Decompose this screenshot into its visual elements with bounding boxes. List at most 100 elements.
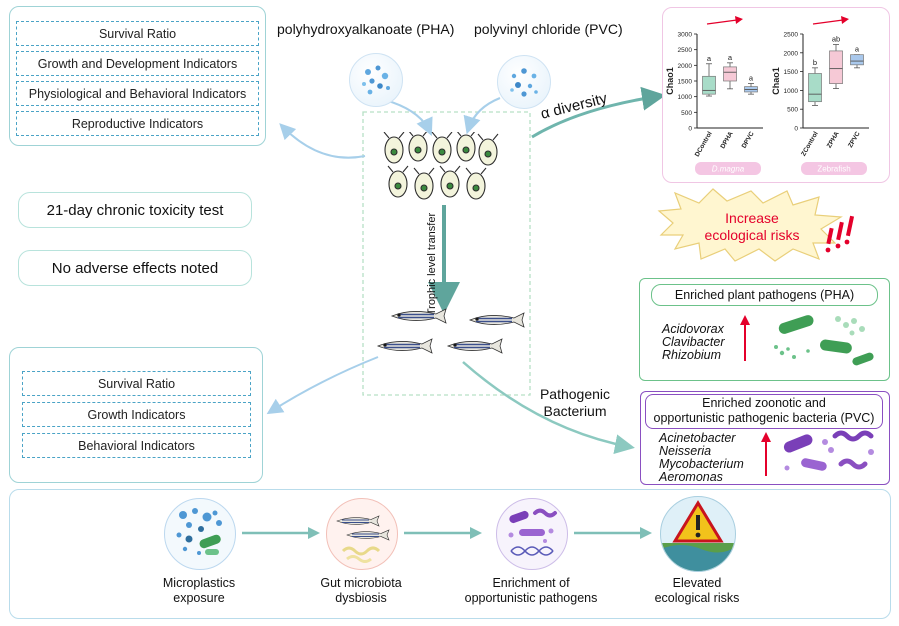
y-tick-label: 2500 (678, 47, 693, 54)
pha-label: polyhydroxyalkanoate (PHA) (277, 21, 455, 37)
plant-pathogen-item: Rhizobium (662, 348, 722, 362)
gut-fish-icon (336, 515, 390, 563)
step-label-line2: exposure (173, 591, 225, 605)
bottom-indicator-panel: Survival Ratio Growth Indicators Behavio… (9, 347, 263, 483)
pvc-label: polyvinyl chloride (PVC) (474, 21, 623, 37)
y-tick-label: 500 (787, 107, 798, 114)
category-label: ZPHA (826, 130, 841, 149)
step-label-line1: Microplastics (162, 576, 236, 590)
zoonotic-list: Acinetobacter Neisseria Mycobacterium Ae… (659, 432, 744, 484)
step-label: Enrichment of opportunistic pathogens (456, 576, 606, 606)
pathogenic-label: Pathogenic Bacterium (530, 386, 620, 420)
risk-text-line1: Increase (725, 210, 779, 226)
species-tag-label: D.magna (712, 165, 745, 174)
significance-letter: a (855, 45, 860, 54)
plant-pathogen-list: Acidovorax Clavibacter Rhizobium (662, 323, 725, 362)
ecological-warning-icon (661, 500, 735, 571)
y-tick-label: 2000 (678, 63, 693, 70)
y-tick-label: 3000 (678, 32, 693, 39)
species-tag (801, 162, 867, 175)
trend-arrow-line (812, 19, 844, 25)
box-body (850, 54, 864, 66)
pathogen-enrichment-circle (496, 498, 568, 570)
significance-letter: a (707, 54, 712, 63)
flow-arrow (574, 527, 652, 539)
box-body (829, 50, 843, 84)
y-tick-label: 2000 (784, 50, 799, 57)
zebrafish-group-icon (376, 308, 525, 354)
zoonotic-item: Aeromonas (659, 470, 723, 484)
increase-arrow-icon (740, 315, 750, 361)
pathogen-dna-icon (508, 508, 557, 556)
pathogenic-arrow (462, 361, 635, 455)
indicator-row: Growth and Development Indicators (16, 51, 259, 76)
risk-text: Increase ecological risks (682, 210, 822, 244)
trend-arrow-line (706, 19, 738, 25)
y-axis-title: Chao1 (665, 67, 675, 95)
step-label-line2: ecological risks (654, 591, 740, 605)
trend-arrow-head (735, 16, 743, 24)
y-tick-label: 2500 (784, 32, 799, 39)
plant-pathogens-title-text: Enriched plant pathogens (PHA) (674, 288, 855, 302)
center-dashed-box (362, 111, 531, 396)
species-tag-label: Zebrafish (817, 165, 850, 174)
step-label-line1: Gut microbiota (320, 576, 402, 590)
significance-letter: a (728, 53, 733, 62)
zoonotic-item: Neisseria (659, 444, 712, 458)
step-label-line1: Elevated (672, 576, 722, 590)
pvc-arrow (463, 96, 501, 135)
plant-pathogens-panel: Enriched plant pathogens (PHA) Acidovora… (639, 278, 890, 381)
chronic-test-label: 21-day chronic toxicity test (18, 192, 252, 228)
box-body (702, 75, 716, 95)
step-label: Microplastics exposure (124, 576, 274, 606)
pha-particles-circle (349, 53, 403, 107)
zoonotic-title: Enriched zoonotic and opportunistic path… (645, 394, 883, 429)
y-tick-label: 0 (794, 126, 798, 133)
zoonotic-title-line1: Enriched zoonotic and (702, 396, 826, 410)
y-tick-label: 1500 (678, 79, 693, 86)
step-label-line2: opportunistic pathogens (464, 591, 598, 605)
y-axis-title: Chao1 (771, 67, 781, 95)
significance-letter: b (813, 58, 817, 67)
flow-arrow (404, 527, 482, 539)
significance-letter: ab (832, 35, 840, 44)
microplastics-exposure-circle (164, 498, 236, 570)
category-label: DPHA (719, 130, 734, 150)
y-tick-label: 1000 (678, 94, 693, 101)
arrow-to-top-panel (279, 123, 366, 159)
top-indicator-panel: Survival Ratio Growth and Development In… (9, 6, 266, 146)
gut-dysbiosis-circle (326, 498, 398, 570)
indicator-row: Behavioral Indicators (22, 433, 251, 458)
plant-bacteria-illustration (774, 315, 874, 366)
zoonotic-bacteria-illustration (783, 430, 874, 471)
risk-text-line2: ecological risks (704, 227, 800, 243)
indicator-row: Growth Indicators (22, 402, 251, 427)
plant-pathogen-item: Clavibacter (662, 335, 725, 349)
category-label: DControl (694, 130, 714, 158)
pathogenic-label-text: Pathogenic Bacterium (539, 386, 611, 419)
species-tag (695, 162, 761, 175)
arrow-to-bottom-panel (266, 356, 379, 415)
daphnia-cluster-icon (383, 132, 499, 200)
y-tick-label: 1000 (784, 88, 799, 95)
pha-particles-icon (362, 65, 390, 95)
plant-pathogens-title: Enriched plant pathogens (PHA) (651, 284, 878, 306)
category-label: ZPVC (847, 130, 862, 149)
alpha-arrow (531, 86, 666, 139)
bottom-flow-panel: Microplastics exposure Gut microbiota dy… (9, 489, 891, 619)
microplastics-icon (176, 508, 222, 555)
zoonotic-pathogens-panel: Enriched zoonotic and opportunistic path… (640, 391, 890, 485)
significance-letter: a (749, 74, 754, 83)
y-tick-label: 1500 (784, 69, 799, 76)
y-tick-label: 500 (681, 110, 692, 117)
category-label: ZControl (800, 130, 820, 157)
zoonotic-item: Acinetobacter (659, 431, 736, 445)
warning-exclamation-icon (825, 215, 855, 253)
indicator-row: Reproductive Indicators (16, 111, 259, 136)
increase-arrow-icon (761, 432, 771, 476)
indicator-row: Survival Ratio (16, 21, 259, 46)
box-body (723, 66, 737, 82)
